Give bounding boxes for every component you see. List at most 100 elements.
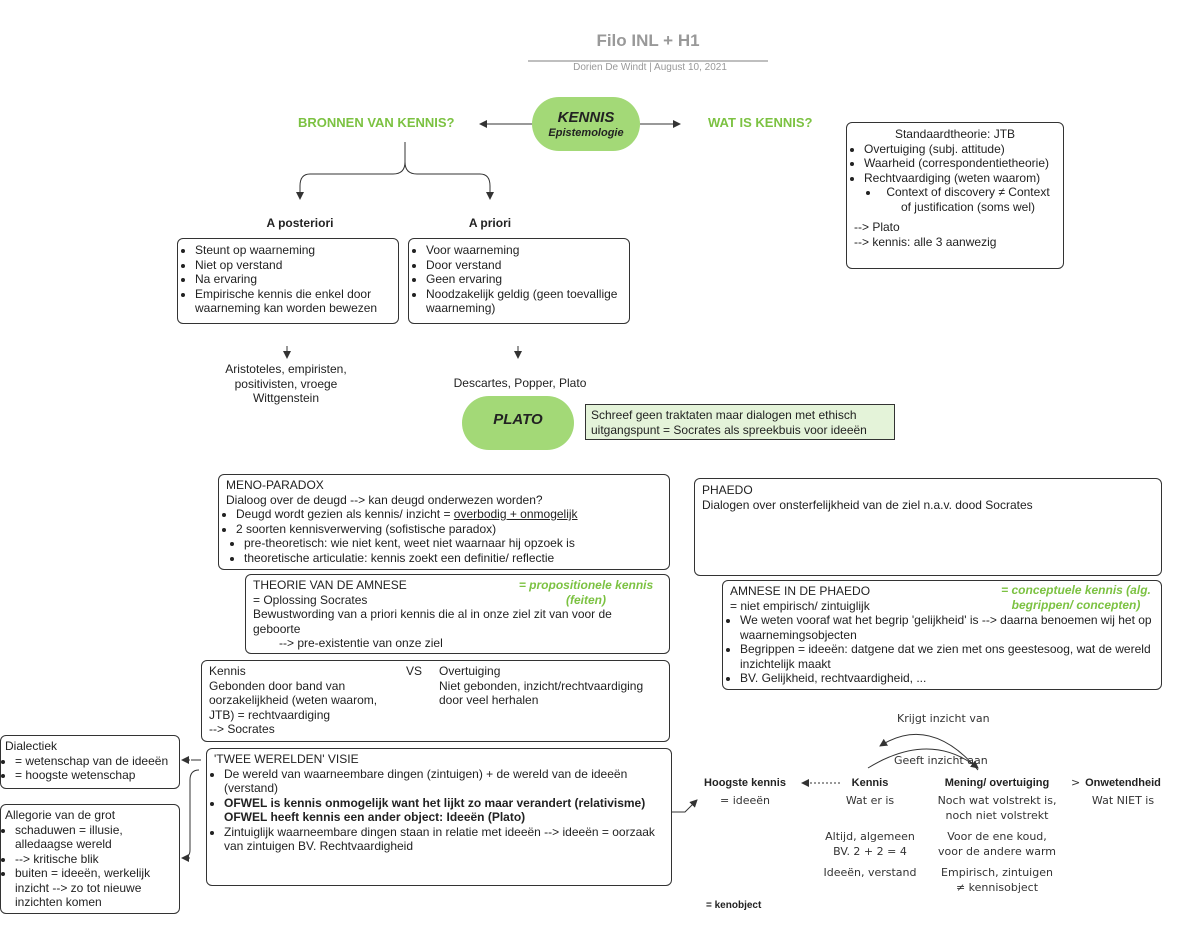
posteriori-item: Niet op verstand xyxy=(195,258,391,273)
priori-item: Noodzakelijk geldig (geen toevallige waa… xyxy=(426,287,622,316)
vs-kennis-col: Kennis Gebonden door band van oorzakelij… xyxy=(209,664,389,737)
amnese-box: = propositionele kennis (feiten) THEORIE… xyxy=(245,574,670,654)
twee-werelden-box: 'TWEE WERELDEN' VISIE De wereld van waar… xyxy=(206,748,672,886)
meno-title: MENO-PARADOX xyxy=(226,478,324,492)
jtb-title: Standaardtheorie: JTB xyxy=(894,127,1016,141)
kennis-col-title: Kennis xyxy=(851,777,889,789)
jtb-item: Rechtvaardiging (weten waarom) xyxy=(864,171,1056,186)
meno-box: MENO-PARADOX Dialoog over de deugd --> k… xyxy=(218,474,670,570)
jtb-item: Overtuiging (subj. attitude) xyxy=(864,142,1056,157)
phaedo-title: PHAEDO xyxy=(702,483,753,497)
dialectiek-box: Dialectiek = wetenschap van de ideeën = … xyxy=(0,735,180,789)
allegorie-title: Allegorie van de grot xyxy=(5,808,116,822)
kennis-title: KENNIS xyxy=(557,109,615,126)
posteriori-item: Na ervaring xyxy=(195,272,391,287)
priori-item: Door verstand xyxy=(426,258,622,273)
mening-line: voor de andere warm xyxy=(937,845,1057,858)
posteriori-box: Steunt op waarneming Niet op verstand Na… xyxy=(177,238,399,324)
dialectiek-item: = wetenschap van de ideeën xyxy=(15,754,175,769)
mening-line: Noch wat volstrekt is, xyxy=(937,794,1057,807)
vs-overtuiging-title: Overtuiging xyxy=(439,664,501,678)
arrow-to-scale xyxy=(672,799,698,813)
twee-item: De wereld van waarneembare dingen (zintu… xyxy=(224,767,664,796)
twee-item: Zintuiglijk waarneembare dingen staan in… xyxy=(224,825,664,854)
meno-line: Dialoog over de deugd --> kan deugd onde… xyxy=(226,492,543,507)
arrow-to-priori xyxy=(404,161,494,200)
amnese-phaedo-item: Begrippen = ideeën: datgene dat we zien … xyxy=(740,642,1154,671)
allegorie-item: --> kritische blik xyxy=(15,852,175,867)
mening-line: Voor de ene koud, xyxy=(947,830,1047,843)
meno-subitem: theoretische articulatie: kennis zoekt e… xyxy=(244,551,662,566)
amnese-phaedo-tag: = conceptuele kennis (alg. begrippen/ co… xyxy=(1001,583,1151,612)
bronnen-label: BRONNEN VAN KENNIS? xyxy=(298,115,455,130)
amnese-line: Bewustwording van a priori kennis die al… xyxy=(253,607,612,636)
amnese-phaedo-line: = niet empirisch/ zintuiglijk xyxy=(730,598,870,613)
meno-item-underlined: overbodig + onmogelijk xyxy=(453,507,578,521)
wat-is-label: WAT IS KENNIS? xyxy=(708,115,813,130)
mening-line: noch niet volstrekt xyxy=(945,809,1049,822)
amnese-line: --> pre-existentie van onze ziel xyxy=(279,636,443,650)
priori-title: A priori xyxy=(468,216,512,230)
arrow-geeft xyxy=(867,748,979,769)
mening-line: ≠ kennisobject xyxy=(955,881,1039,894)
footer-note: = kenobject xyxy=(706,900,762,911)
hoogste-title: Hoogste kennis xyxy=(704,777,786,789)
posteriori-item: Empirische kennis die enkel door waarnem… xyxy=(195,287,391,316)
jtb-item: Waarheid (correspondentietheorie) xyxy=(864,156,1056,171)
vs-overtuiging-body: Niet gebonden, inzicht/rechtvaardiging d… xyxy=(439,678,644,708)
vs-kennis-last: --> Socrates xyxy=(209,722,275,736)
priori-box: Voor waarneming Door verstand Geen ervar… xyxy=(408,238,630,324)
meno-item-text: Deugd wordt gezien als kennis/ inzicht = xyxy=(236,507,454,521)
vs-kennis-body: Gebonden door band van oorzakelijkheid (… xyxy=(209,678,378,722)
allegorie-box: Allegorie van de grot schaduwen = illusi… xyxy=(0,804,180,914)
meno-item: Deugd wordt gezien als kennis/ inzicht =… xyxy=(236,507,662,522)
meno-item: 2 soorten kennisverwerving (sofistische … xyxy=(236,522,662,537)
vs-overtuiging-col: Overtuiging Niet gebonden, inzicht/recht… xyxy=(439,664,661,708)
amnese-tag: = propositionele kennis (feiten) xyxy=(518,578,654,607)
kennis-pill: KENNIS Epistemologie xyxy=(532,97,640,151)
page-title: Filo INL + H1 xyxy=(596,31,700,50)
phaedo-box: PHAEDO Dialogen over onsterfelijkheid va… xyxy=(694,478,1162,576)
vs-kennis-title: Kennis xyxy=(209,664,246,678)
geeft-label: Geeft inzicht aan xyxy=(894,754,988,767)
posteriori-item: Steunt op waarneming xyxy=(195,243,391,258)
arrow-to-posteriori xyxy=(296,142,406,200)
kennis-col-line: Altijd, algemeen xyxy=(825,830,915,843)
posteriori-people: Aristoteles, empiristen, positivisten, v… xyxy=(225,362,347,405)
page-subtitle: Dorien De Windt | August 10, 2021 xyxy=(573,62,727,73)
dialectiek-item: = hoogste wetenschap xyxy=(15,768,175,783)
amnese-phaedo-item: BV. Gelijkheid, rechtvaardigheid, ... xyxy=(740,671,1154,686)
kennis-col-line: BV. 2 + 2 = 4 xyxy=(833,845,907,858)
jtb-subitem: Context of discovery ≠ Context of justif… xyxy=(880,185,1056,214)
greater-than-glyph: > xyxy=(1071,776,1081,789)
amnese-phaedo-title: AMNESE IN DE PHAEDO xyxy=(730,584,871,598)
plato-note: Schreef geen traktaten maar dialogen met… xyxy=(585,404,895,440)
dialectiek-title: Dialectiek xyxy=(5,739,58,753)
allegorie-item: buiten = ideeën, werkelijk inzicht --> z… xyxy=(15,866,175,910)
amnese-phaedo-box: = conceptuele kennis (alg. begrippen/ co… xyxy=(722,580,1162,690)
priori-people: Descartes, Popper, Plato xyxy=(453,376,587,390)
krijgt-label: Krijgt inzicht van xyxy=(897,712,990,725)
bracket-left xyxy=(181,769,200,859)
amnese-title: THEORIE VAN DE AMNESE xyxy=(253,578,407,592)
amnese-line: = Oplossing Socrates xyxy=(253,592,368,607)
mening-title: Mening/ overtuiging xyxy=(944,777,1050,789)
mening-line: Empirisch, zintuigen xyxy=(941,866,1053,879)
priori-item: Geen ervaring xyxy=(426,272,622,287)
jtb-box: Standaardtheorie: JTB Overtuiging (subj.… xyxy=(846,122,1064,269)
onwetend-sub: Wat NIET is xyxy=(1091,794,1155,807)
posteriori-title: A posteriori xyxy=(266,216,334,230)
twee-item: OFWEL is kennis onmogelijk want het lijk… xyxy=(224,796,664,825)
vs-box: Kennis Gebonden door band van oorzakelij… xyxy=(201,660,670,742)
allegorie-item: schaduwen = illusie, alledaagse wereld xyxy=(15,823,175,852)
kennis-col-line: Wat er is xyxy=(845,794,895,807)
jtb-line: --> Plato xyxy=(854,220,900,234)
amnese-phaedo-item: We weten vooraf wat het begrip 'gelijkhe… xyxy=(740,613,1154,642)
arrow-krijgt xyxy=(879,733,979,771)
priori-item: Voor waarneming xyxy=(426,243,622,258)
kennis-subtitle: Epistemologie xyxy=(548,127,624,139)
kennis-col-line: Ideeën, verstand xyxy=(823,866,917,879)
onwetend-title: Onwetendheid xyxy=(1085,777,1161,789)
twee-title: 'TWEE WERELDEN' VISIE xyxy=(214,752,359,766)
